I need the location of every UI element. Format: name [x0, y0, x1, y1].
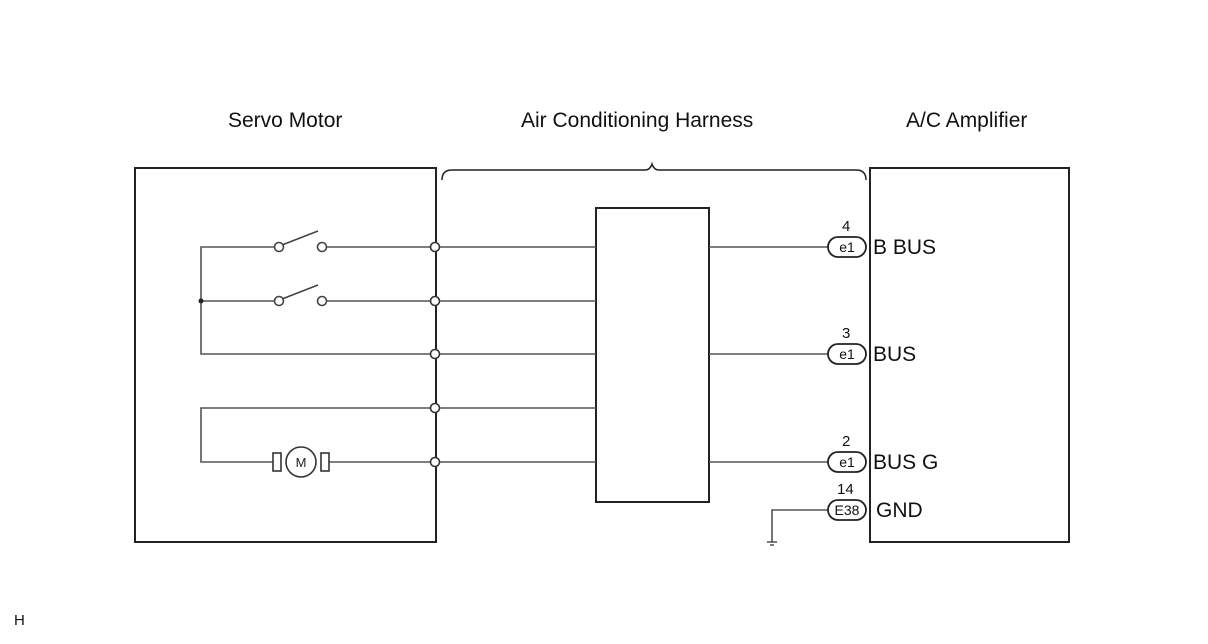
switch1-contact-b: [316, 241, 328, 253]
ground-wire: [771, 509, 828, 542]
junction-dot: [198, 298, 204, 304]
pin-number-gnd: 14: [837, 481, 854, 498]
connector-oval-gnd: [827, 499, 867, 521]
servo-motor-box: [134, 167, 437, 543]
pin-name-b-bus: B BUS: [873, 236, 937, 259]
switch1-lever: [281, 230, 319, 246]
pin-number-b-bus: 4: [842, 218, 851, 235]
harness-box: [595, 207, 710, 503]
connector-code-gnd: E38: [835, 502, 860, 518]
switch2-contact-b: [316, 295, 328, 307]
pin-name-gnd: GND: [876, 499, 923, 522]
figure-code: H: [14, 612, 25, 629]
connector-oval-bus-g: [827, 451, 867, 473]
motor-loop-wire: [200, 407, 435, 463]
terminal-4: [429, 402, 441, 414]
amplifier-box: [869, 167, 1070, 543]
pin-name-bus-g: BUS G: [873, 451, 939, 474]
harness-brace: [441, 161, 867, 181]
pin-number-bus: 3: [842, 325, 851, 342]
servo-motor-title: Servo Motor: [228, 109, 343, 132]
terminal-3: [429, 348, 441, 360]
terminal-1: [429, 241, 441, 253]
pin-number-bus-g: 2: [842, 433, 851, 450]
switch1-contact-a: [273, 241, 285, 253]
terminal-5: [429, 456, 441, 468]
pin-name-bus: BUS: [873, 343, 917, 366]
harness-title: Air Conditioning Harness: [521, 109, 754, 132]
connector-code-bus: e1: [839, 346, 855, 362]
switch2-contact-a: [273, 295, 285, 307]
connector-oval-bus: [827, 343, 867, 365]
motor-icon: [272, 446, 330, 478]
switch2-lever: [281, 284, 319, 300]
connector-code-b-bus: e1: [839, 239, 855, 255]
amplifier-title: A/C Amplifier: [906, 109, 1028, 132]
ground-icon: [767, 541, 777, 546]
motor-label: M: [296, 455, 307, 470]
terminal-2: [429, 295, 441, 307]
connector-code-bus-g: e1: [839, 454, 855, 470]
connector-oval-b-bus: [827, 236, 867, 258]
